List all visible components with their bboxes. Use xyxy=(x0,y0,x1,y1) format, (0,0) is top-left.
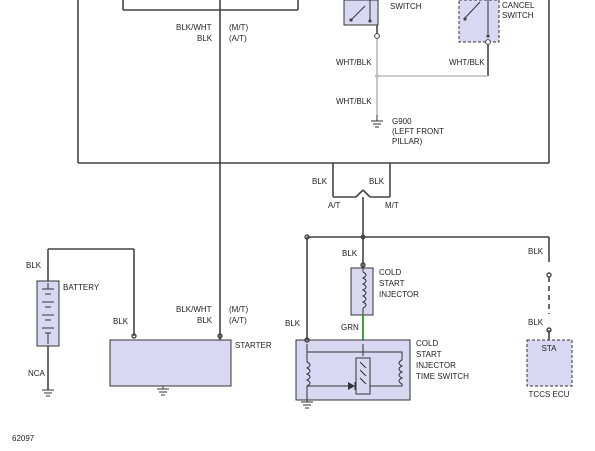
starter-mt-tag: (M/T) xyxy=(229,305,248,314)
at-mt-branch xyxy=(332,163,391,237)
starter-wire-mt: BLK/WHT xyxy=(176,305,212,314)
time-switch-label-4: TIME SWITCH xyxy=(416,372,469,381)
grn-label: GRN xyxy=(341,323,359,332)
wire-color-at: BLK xyxy=(197,34,213,43)
blk-ecu-label-2: BLK xyxy=(528,318,544,327)
battery xyxy=(36,248,137,390)
tccs-ecu-label: TCCS ECU xyxy=(529,390,570,399)
starter-at-tag: (A/T) xyxy=(229,316,247,325)
top-switch-label: SWITCH xyxy=(390,2,422,11)
battery-label: BATTERY xyxy=(63,283,100,292)
blk-battery-label: BLK xyxy=(26,261,42,270)
time-switch-label-2: START xyxy=(416,350,442,359)
blk-at-label: BLK xyxy=(312,177,328,186)
blk-timeswitch-label: BLK xyxy=(285,319,301,328)
blk-mt-label: BLK xyxy=(369,177,385,186)
time-switch-label-3: INJECTOR xyxy=(416,361,456,370)
wire-color-mt: BLK/WHT xyxy=(176,23,212,32)
injector-label-1: COLD xyxy=(379,268,401,277)
at-tag: (A/T) xyxy=(229,34,247,43)
time-switch-label-1: COLD xyxy=(416,339,438,348)
g900-label-2: (LEFT FRONT xyxy=(392,127,444,136)
at-label: A/T xyxy=(328,201,341,210)
blk-injector-label: BLK xyxy=(342,249,358,258)
wht-blk-wires xyxy=(374,33,491,115)
ground-bus-wires xyxy=(77,0,550,164)
blk-starter-label: BLK xyxy=(113,317,129,326)
tccs-ecu xyxy=(526,272,573,387)
injector-label-2: START xyxy=(379,279,405,288)
top-switch xyxy=(343,0,379,36)
injector-label-3: INJECTOR xyxy=(379,290,419,299)
top-connector xyxy=(122,0,299,11)
cancel-switch-label-1: CANCEL xyxy=(502,1,535,10)
nca-label: NCA xyxy=(28,369,46,378)
starter xyxy=(109,333,232,396)
cancel-switch xyxy=(458,0,500,76)
figure-id: 62097 xyxy=(12,434,35,443)
cold-start-injector-time-switch xyxy=(295,339,411,409)
battery-ground-icon xyxy=(42,389,54,397)
cancel-switch-label-2: SWITCH xyxy=(502,11,534,20)
mt-tag: (M/T) xyxy=(229,23,248,32)
wht-blk-label-3: WHT/BLK xyxy=(336,97,372,106)
wht-blk-label-1: WHT/BLK xyxy=(336,58,372,67)
mt-label: M/T xyxy=(385,201,399,210)
distribution-wire xyxy=(306,234,550,344)
blk-ecu-label: BLK xyxy=(528,247,544,256)
g900-label: G900 xyxy=(392,117,412,126)
starter-label: STARTER xyxy=(235,341,272,350)
g900-label-3: PILLAR) xyxy=(392,137,423,146)
wht-blk-label-2: WHT/BLK xyxy=(449,58,485,67)
starter-wire-at: BLK xyxy=(197,316,213,325)
cold-start-injector xyxy=(350,237,374,340)
g900-ground-icon xyxy=(371,115,383,128)
sta-label: STA xyxy=(542,344,558,353)
